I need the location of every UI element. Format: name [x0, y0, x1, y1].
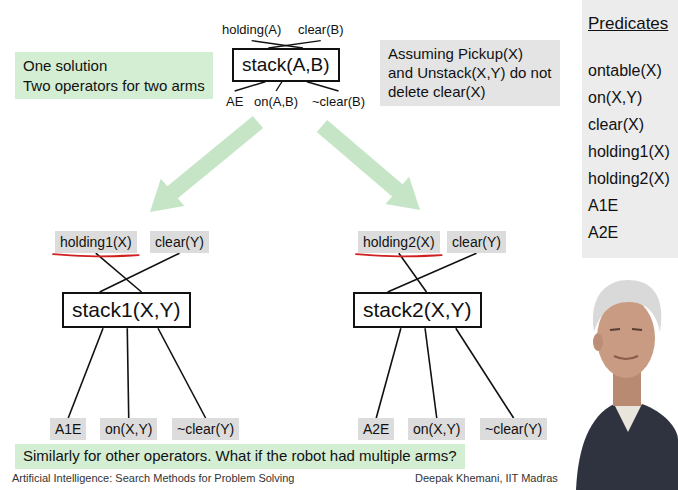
- red-pen-mark: [356, 254, 442, 256]
- footer-text: Artificial Intelligence: Search Methods …: [12, 472, 294, 485]
- red-pen-mark: [53, 254, 139, 256]
- note-text: One solution: [23, 56, 205, 76]
- predicate-name: A1E: [55, 420, 81, 438]
- predicate-panel: Predicatesontable(X)on(X,Y)clear(X)holdi…: [582, 0, 678, 258]
- predicate-name: holding1(X): [60, 233, 132, 251]
- note-text: Two operators for two arms: [23, 76, 205, 96]
- branch-arrow: [317, 120, 420, 210]
- precondition-box: clear(Y): [150, 231, 209, 253]
- footer-text: Deepak Khemani, IIT Madras: [415, 472, 558, 485]
- effect-label: AE: [226, 94, 243, 110]
- operator-box: stack2(X,Y): [353, 292, 482, 328]
- effect-box: A1E: [50, 418, 86, 440]
- leader-line: [268, 41, 320, 48]
- operator-name: stack2(X,Y): [363, 297, 472, 323]
- connector-line: [388, 253, 477, 292]
- predicate-name: clear(Y): [155, 233, 204, 251]
- effect-label: on(A,B): [254, 94, 298, 110]
- connector-line: [376, 328, 401, 418]
- predicate-name: holding2(X): [588, 165, 678, 192]
- predicate-name: holding1(X): [588, 138, 678, 165]
- connector-line: [158, 328, 206, 418]
- assumption-box: Assuming Pickup(X) and Unstack(X,Y) do n…: [380, 40, 560, 106]
- predicate-name: clear(Y): [452, 233, 501, 251]
- presenter-photo: [576, 280, 678, 490]
- operator-box: stack(A,B): [232, 48, 340, 82]
- predicate-name: ~clear(Y): [177, 420, 234, 438]
- precondition-label: clear(B): [298, 22, 344, 38]
- predicate-name: A2E: [363, 420, 389, 438]
- effect-box: on(X,Y): [100, 418, 157, 440]
- effect-box: A2E: [358, 418, 394, 440]
- connector-line: [456, 328, 514, 418]
- effect-label: ~clear(B): [312, 94, 365, 110]
- connector-line: [425, 328, 437, 418]
- precondition-box: holding2(X): [358, 231, 440, 253]
- leader-line: [307, 82, 339, 91]
- leader-line: [235, 82, 266, 91]
- precondition-box: holding1(X): [55, 231, 137, 253]
- connector-line: [127, 328, 128, 418]
- precondition-label: holding(A): [222, 22, 281, 38]
- question-band: Similarly for other operators. What if t…: [15, 444, 465, 469]
- predicate-name: A1E: [588, 192, 678, 219]
- predicate-name: A2E: [588, 219, 678, 246]
- predicate-name: on(X,Y): [413, 420, 460, 438]
- effect-box: ~clear(Y): [480, 418, 547, 440]
- predicate-name: on(X,Y): [105, 420, 152, 438]
- branch-arrow: [150, 116, 263, 212]
- note-text: Assuming Pickup(X) and Unstack(X,Y) do n…: [388, 45, 552, 101]
- effect-box: ~clear(Y): [172, 418, 239, 440]
- note-text: Similarly for other operators. What if t…: [23, 447, 457, 466]
- connector-line: [96, 253, 142, 292]
- predicate-name: holding2(X): [363, 233, 435, 251]
- effect-box: on(X,Y): [408, 418, 465, 440]
- operator-name: stack1(X,Y): [72, 297, 181, 323]
- connector-line: [68, 328, 103, 418]
- note-box: One solutionTwo operators for two arms: [15, 52, 213, 99]
- operator-name: stack(A,B): [242, 53, 330, 77]
- panel-heading: Predicates: [588, 10, 678, 37]
- precondition-box: clear(Y): [447, 231, 506, 253]
- predicate-name: on(X,Y): [588, 84, 678, 111]
- operator-box: stack1(X,Y): [62, 292, 191, 328]
- leader-line: [276, 82, 282, 91]
- predicate-name: ~clear(Y): [485, 420, 542, 438]
- predicate-name: clear(X): [588, 111, 678, 138]
- connector-line: [100, 253, 180, 292]
- predicate-name: ontable(X): [588, 57, 678, 84]
- connector-group: [68, 253, 513, 418]
